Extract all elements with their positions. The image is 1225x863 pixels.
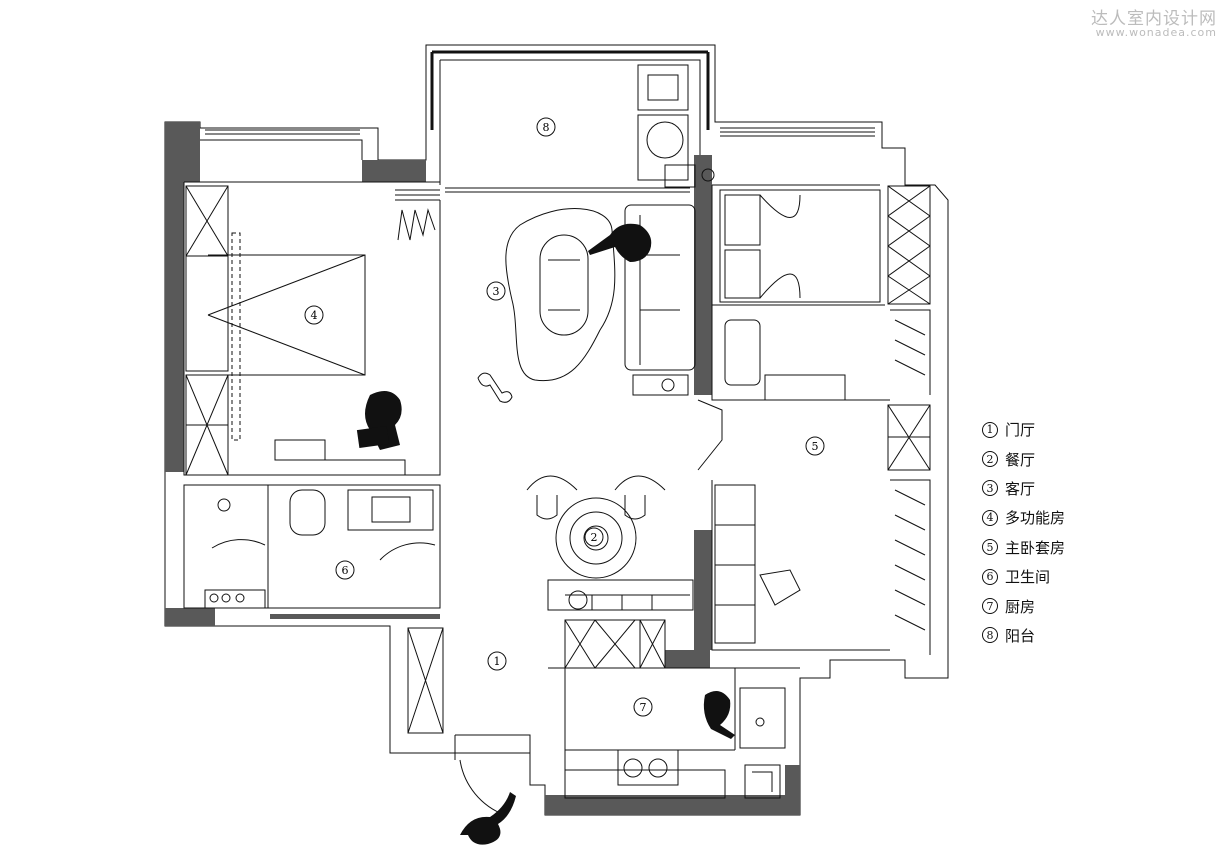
legend-item: 7 厨房 — [982, 591, 1065, 620]
inner-wall-outline — [200, 59, 701, 170]
svg-text:5: 5 — [812, 440, 819, 453]
room-marker-3: 3 — [486, 281, 506, 301]
room-marker-6: 6 — [335, 560, 355, 580]
legend-number: 4 — [982, 509, 998, 526]
legend-label: 卫生间 — [1005, 568, 1051, 587]
legend-number: 3 — [982, 480, 998, 497]
legend-number: 1 — [982, 421, 998, 438]
room-marker-1: 1 — [487, 651, 507, 671]
room-markers: 1 2 3 4 5 6 7 8 — [304, 117, 825, 717]
legend-item: 3 客厅 — [982, 474, 1065, 503]
balcony-wall — [430, 50, 710, 130]
room-marker-2: 2 — [584, 527, 604, 547]
room-marker-5: 5 — [805, 436, 825, 456]
svg-text:4: 4 — [311, 309, 318, 322]
svg-text:1: 1 — [494, 655, 501, 668]
watermark-title: 达人室内设计网 — [1091, 9, 1217, 29]
room-marker-4: 4 — [304, 305, 324, 325]
legend-label: 客厅 — [1005, 479, 1036, 498]
room-marker-7: 7 — [633, 697, 653, 717]
legend-number: 6 — [982, 568, 998, 585]
legend-number: 5 — [982, 539, 998, 556]
legend-label: 餐厅 — [1005, 450, 1036, 469]
outer-wall-outline — [164, 44, 949, 816]
svg-text:8: 8 — [543, 121, 550, 134]
watermark-url: www.wonadea.com — [1095, 26, 1217, 39]
legend-item: 1 门厅 — [982, 415, 1065, 444]
room-marker-8: 8 — [536, 117, 556, 137]
room-legend: 1 门厅 2 餐厅 3 客厅 4 多功能房 5 主卧套房 6 卫生间 7 厨房 … — [982, 415, 1065, 650]
legend-item: 8 阳台 — [982, 621, 1065, 650]
legend-label: 阳台 — [1005, 626, 1036, 645]
figure-silhouettes — [356, 223, 735, 845]
legend-number: 8 — [982, 627, 998, 644]
legend-label: 门厅 — [1005, 421, 1036, 440]
svg-text:6: 6 — [342, 564, 349, 577]
legend-label: 多功能房 — [1005, 509, 1066, 528]
svg-text:7: 7 — [640, 701, 647, 714]
legend-number: 7 — [982, 598, 998, 615]
legend-item: 5 主卧套房 — [982, 533, 1065, 562]
legend-label: 厨房 — [1005, 597, 1036, 616]
legend-item: 2 餐厅 — [982, 444, 1065, 473]
svg-text:2: 2 — [591, 531, 598, 544]
structural-walls — [165, 122, 800, 815]
legend-label: 主卧套房 — [1005, 538, 1066, 557]
legend-item: 6 卫生间 — [982, 562, 1065, 591]
legend-item: 4 多功能房 — [982, 503, 1065, 532]
legend-number: 2 — [982, 451, 998, 468]
svg-text:3: 3 — [493, 285, 500, 298]
